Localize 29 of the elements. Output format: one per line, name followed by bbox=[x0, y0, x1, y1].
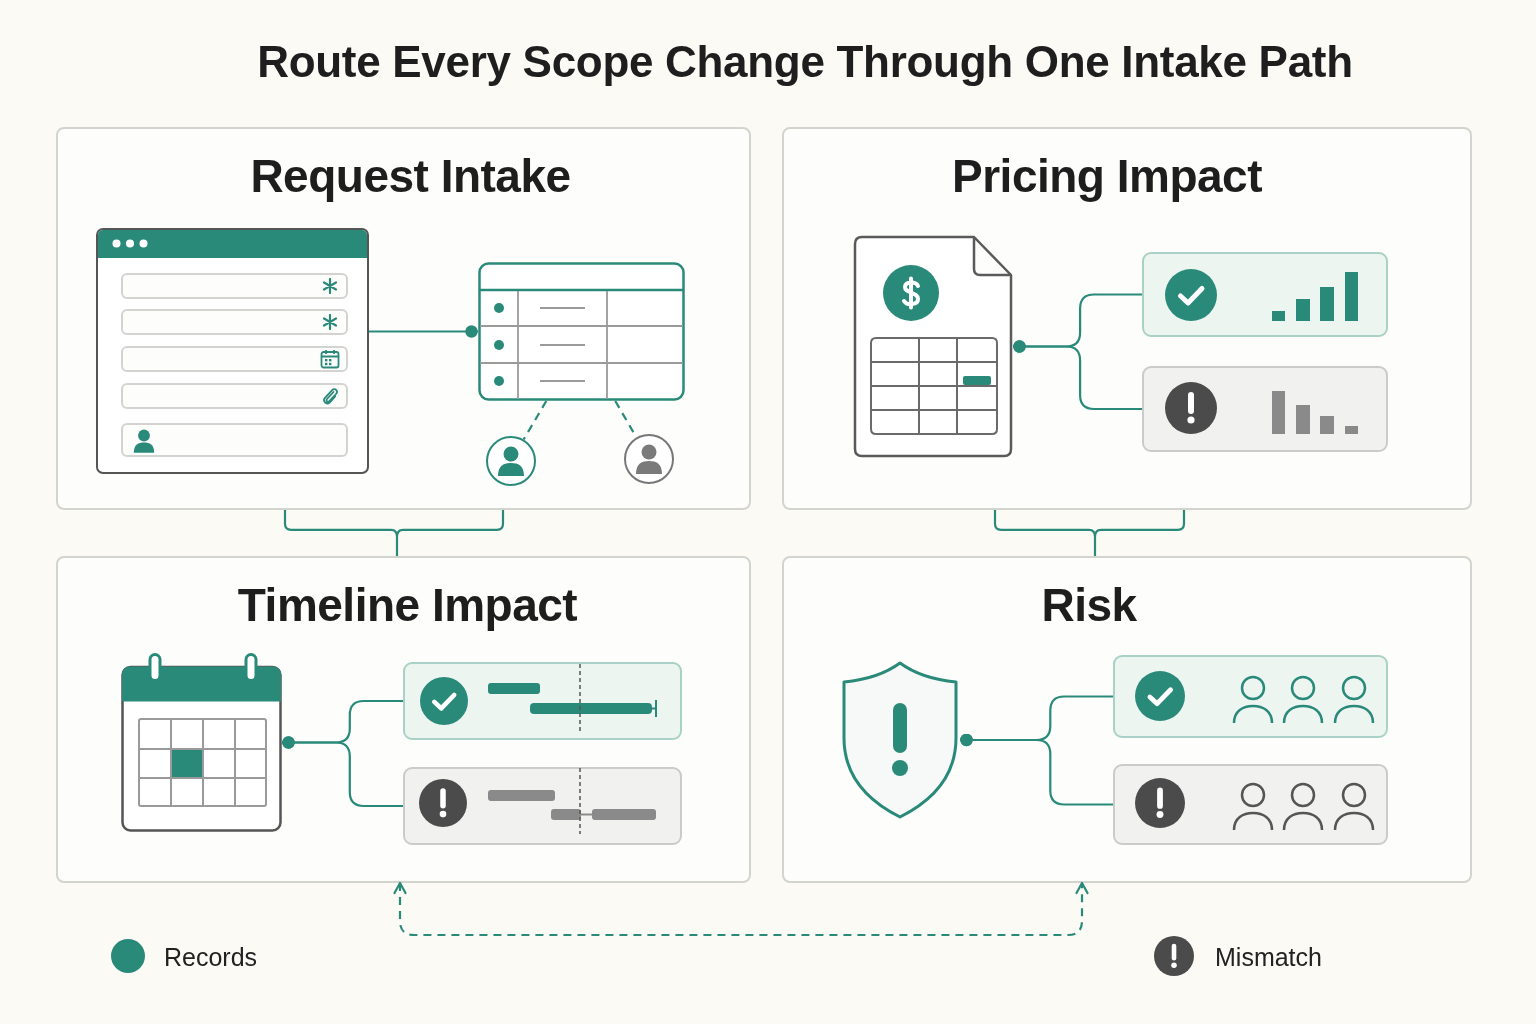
panel-title: Risk bbox=[1040, 579, 1138, 632]
status-card bbox=[403, 767, 682, 845]
shield-illustration bbox=[840, 660, 960, 820]
form-window bbox=[96, 228, 369, 474]
status-card bbox=[403, 662, 682, 740]
panel-title: Timeline Impact bbox=[236, 579, 579, 632]
user-avatar bbox=[624, 434, 674, 484]
user-avatar bbox=[486, 436, 536, 486]
panel bbox=[782, 127, 1472, 510]
branch-connector bbox=[960, 733, 1113, 806]
status-card bbox=[1113, 655, 1388, 738]
dashed-arrow bbox=[393, 881, 1089, 937]
price-sheet-document bbox=[853, 235, 1013, 458]
panel bbox=[56, 556, 751, 883]
status-card bbox=[1142, 366, 1388, 452]
panel bbox=[56, 127, 751, 510]
panel-title: Request Intake bbox=[249, 150, 572, 203]
panel-title: Pricing Impact bbox=[951, 150, 1263, 203]
dashed-connector bbox=[522, 400, 548, 440]
calendar-illustration bbox=[121, 653, 282, 832]
legend-label: Records bbox=[164, 942, 258, 972]
connector-line bbox=[369, 325, 478, 338]
branch-connector bbox=[1013, 340, 1142, 411]
page-title: Route Every Scope Change Through One Intake Path bbox=[256, 36, 1354, 88]
status-card bbox=[1142, 252, 1388, 337]
status-card bbox=[1113, 764, 1388, 845]
branch-connector bbox=[282, 736, 403, 808]
legend-label: Mismatch bbox=[1215, 942, 1322, 972]
panel bbox=[782, 556, 1472, 883]
